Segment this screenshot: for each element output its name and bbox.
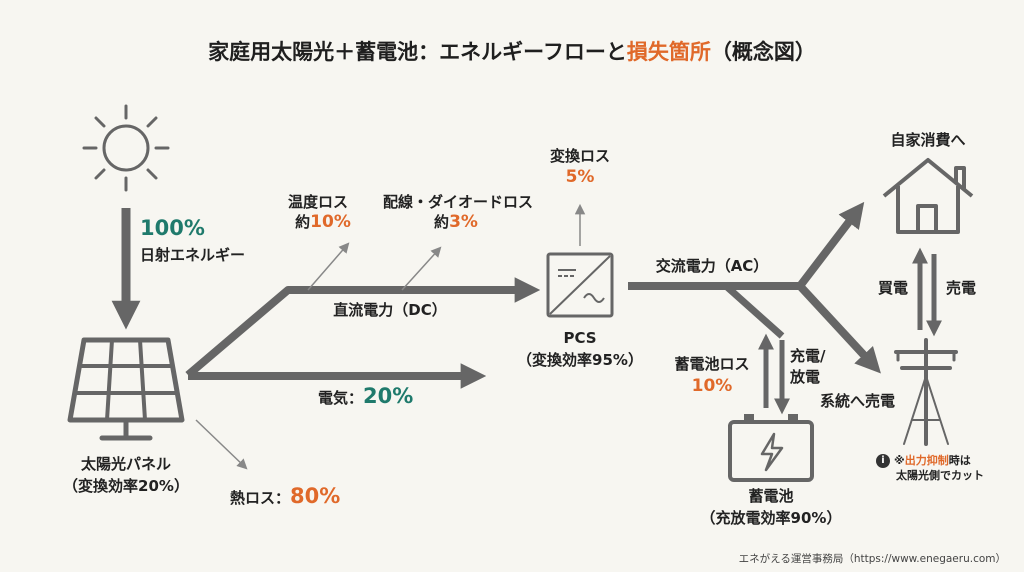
electricity-value: 20% (363, 384, 414, 408)
battery-loss-label: 蓄電池ロス (674, 355, 750, 373)
title-main: 家庭用太陽光＋蓄電池：エネルギーフローと (208, 40, 627, 64)
footer-credit: エネがえる運営事務局（https://www.enegaeru.com） (738, 553, 1006, 565)
pcs-efficiency: （変換効率95%） (517, 351, 643, 369)
electricity-text: 電気： (318, 389, 364, 407)
pcs-label: PCS (563, 329, 597, 347)
home-flow-arrow (796, 201, 865, 289)
title-tail: （概念図） (710, 40, 816, 64)
note-mark: ※ (894, 454, 905, 467)
home-label: 自家消費へ (890, 131, 966, 149)
temp-loss-value: 10% (310, 212, 351, 232)
note-text: 時は (948, 454, 971, 467)
heat-loss-text: 熱ロス： (230, 489, 291, 507)
note-highlight: 出力抑制 (904, 454, 949, 467)
temp-loss-amount: 約10% (295, 212, 351, 233)
battery-label: 蓄電池 (748, 487, 794, 505)
info-icon: i (876, 454, 890, 468)
panel-label: 太陽光パネル (80, 455, 172, 473)
charge-label-1: 充電/ (790, 347, 826, 365)
wiring-loss-prefix: 約 (434, 213, 450, 231)
solar-panel-icon (67, 337, 185, 441)
dc-flow-arrow (185, 277, 541, 379)
curtailment-note: i ※出力抑制時は (876, 454, 971, 468)
title-highlight: 損失箇所 (626, 40, 711, 64)
battery-efficiency: （充放電効率90%） (700, 509, 842, 527)
note-line2: 太陽光側でカット (896, 469, 984, 482)
sell-label: 売電 (946, 279, 977, 297)
pcs-inverter-icon (546, 252, 614, 318)
temp-loss-label: 温度ロス (287, 193, 349, 211)
electricity-label: 電気：20% (318, 384, 413, 408)
battery-icon (728, 414, 814, 482)
wiring-loss-label: 配線・ダイオードロス (382, 193, 534, 211)
ac-label: 交流電力（AC） (655, 257, 769, 275)
panel-efficiency: （変換効率20%） (63, 477, 189, 495)
buy-label: 買電 (878, 279, 909, 297)
utility-pole-icon (894, 338, 958, 446)
house-icon (882, 158, 974, 234)
battery-loss-value: 10% (691, 376, 733, 396)
grid-sell-label: 系統へ売電 (820, 392, 896, 410)
sun-label: 日射エネルギー (140, 246, 246, 264)
dc-label: 直流電力（DC） (333, 301, 447, 319)
wiring-loss-value: 3% (449, 212, 478, 232)
sun-icon (82, 104, 170, 192)
sun-percent: 100% (140, 216, 205, 240)
temp-loss-arrow (307, 242, 350, 291)
wiring-loss-arrow (401, 246, 442, 291)
wiring-loss-amount: 約3% (434, 212, 478, 233)
conversion-loss-value: 5% (565, 167, 595, 187)
heat-loss-label: 熱ロス：80% (230, 484, 340, 508)
temp-loss-prefix: 約 (295, 213, 311, 231)
conversion-loss-label: 変換ロス (549, 147, 611, 165)
heat-loss-value: 80% (290, 484, 341, 508)
charge-label-2: 放電 (790, 368, 821, 386)
battery-branch-line (723, 283, 785, 339)
page-title: 家庭用太陽光＋蓄電池：エネルギーフローと損失箇所（概念図） (208, 40, 816, 64)
grid-flow-arrow (797, 283, 881, 374)
heat-loss-arrow (195, 419, 248, 470)
